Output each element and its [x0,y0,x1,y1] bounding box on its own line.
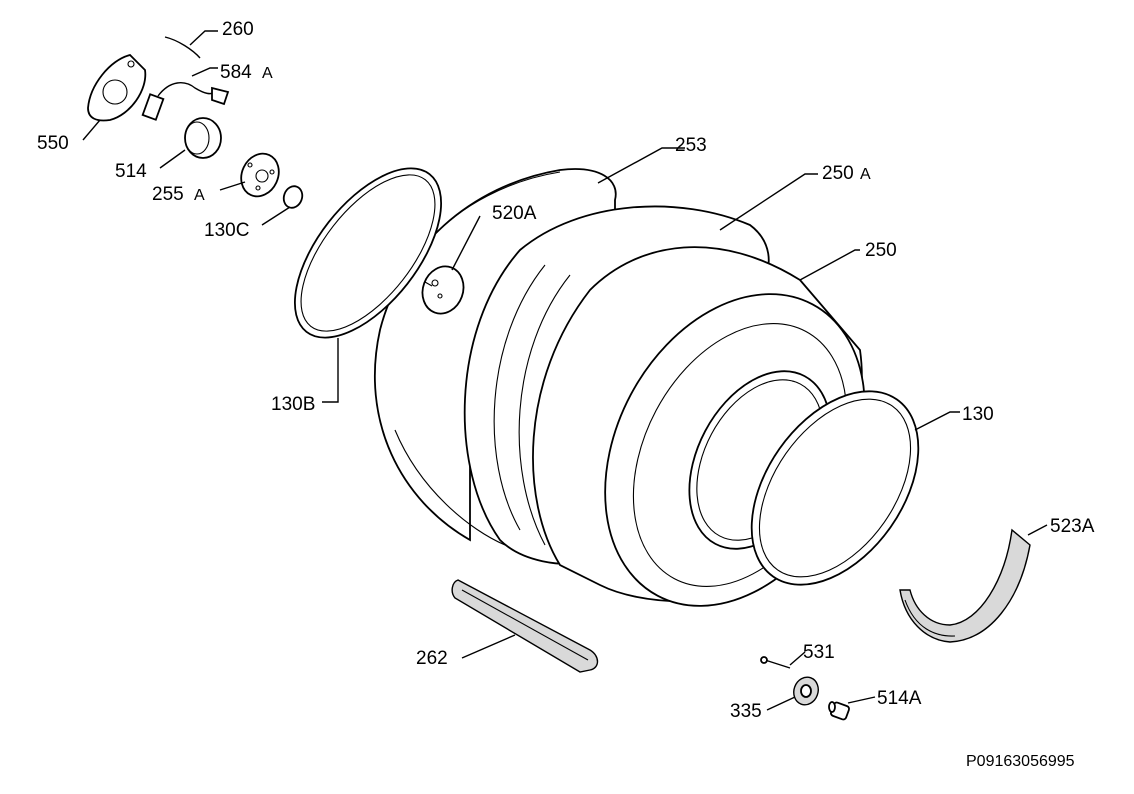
leader-lines [82,30,1048,711]
label-260: 260 [222,19,254,40]
label-130c: 130C [204,220,249,241]
label-523a: 523A [1050,516,1095,537]
label-130: 130 [962,404,994,425]
label-550: 550 [37,133,69,154]
label-130b: 130B [271,394,315,415]
label-255a: 255 [152,184,184,205]
label-250a: 250 [822,163,854,184]
part-labels: 260 584 A 550 514 255 A 130C 520A 253 25… [37,19,1095,770]
label-514: 514 [115,161,147,182]
label-250: 250 [865,240,897,261]
roller-335 [793,676,819,706]
label-584a-suffix: A [262,65,273,82]
sensor-584a [141,82,230,121]
label-520a: 520A [492,203,537,224]
bearing-514 [184,117,222,159]
flange-255a [240,152,280,198]
label-514a: 514A [877,688,922,709]
plate-520a [421,265,465,315]
label-531: 531 [803,642,835,663]
bearing-housing-550 [87,54,147,122]
label-335: 335 [730,701,762,722]
bar-262 [451,579,599,673]
ring-130c [282,185,304,209]
reference-number: P09163056995 [966,753,1075,770]
seal-ring-130 [750,390,920,586]
cap-514a [828,701,850,721]
screw-531 [760,656,791,669]
label-262: 262 [416,648,448,669]
label-250a-suffix: A [860,166,871,183]
label-253: 253 [675,135,707,156]
seal-ring-130b [294,167,442,339]
wire-260 [164,36,201,59]
felt-strip-523a [899,528,1031,643]
label-255a-suffix: A [194,187,205,204]
label-584a: 584 [220,62,252,83]
